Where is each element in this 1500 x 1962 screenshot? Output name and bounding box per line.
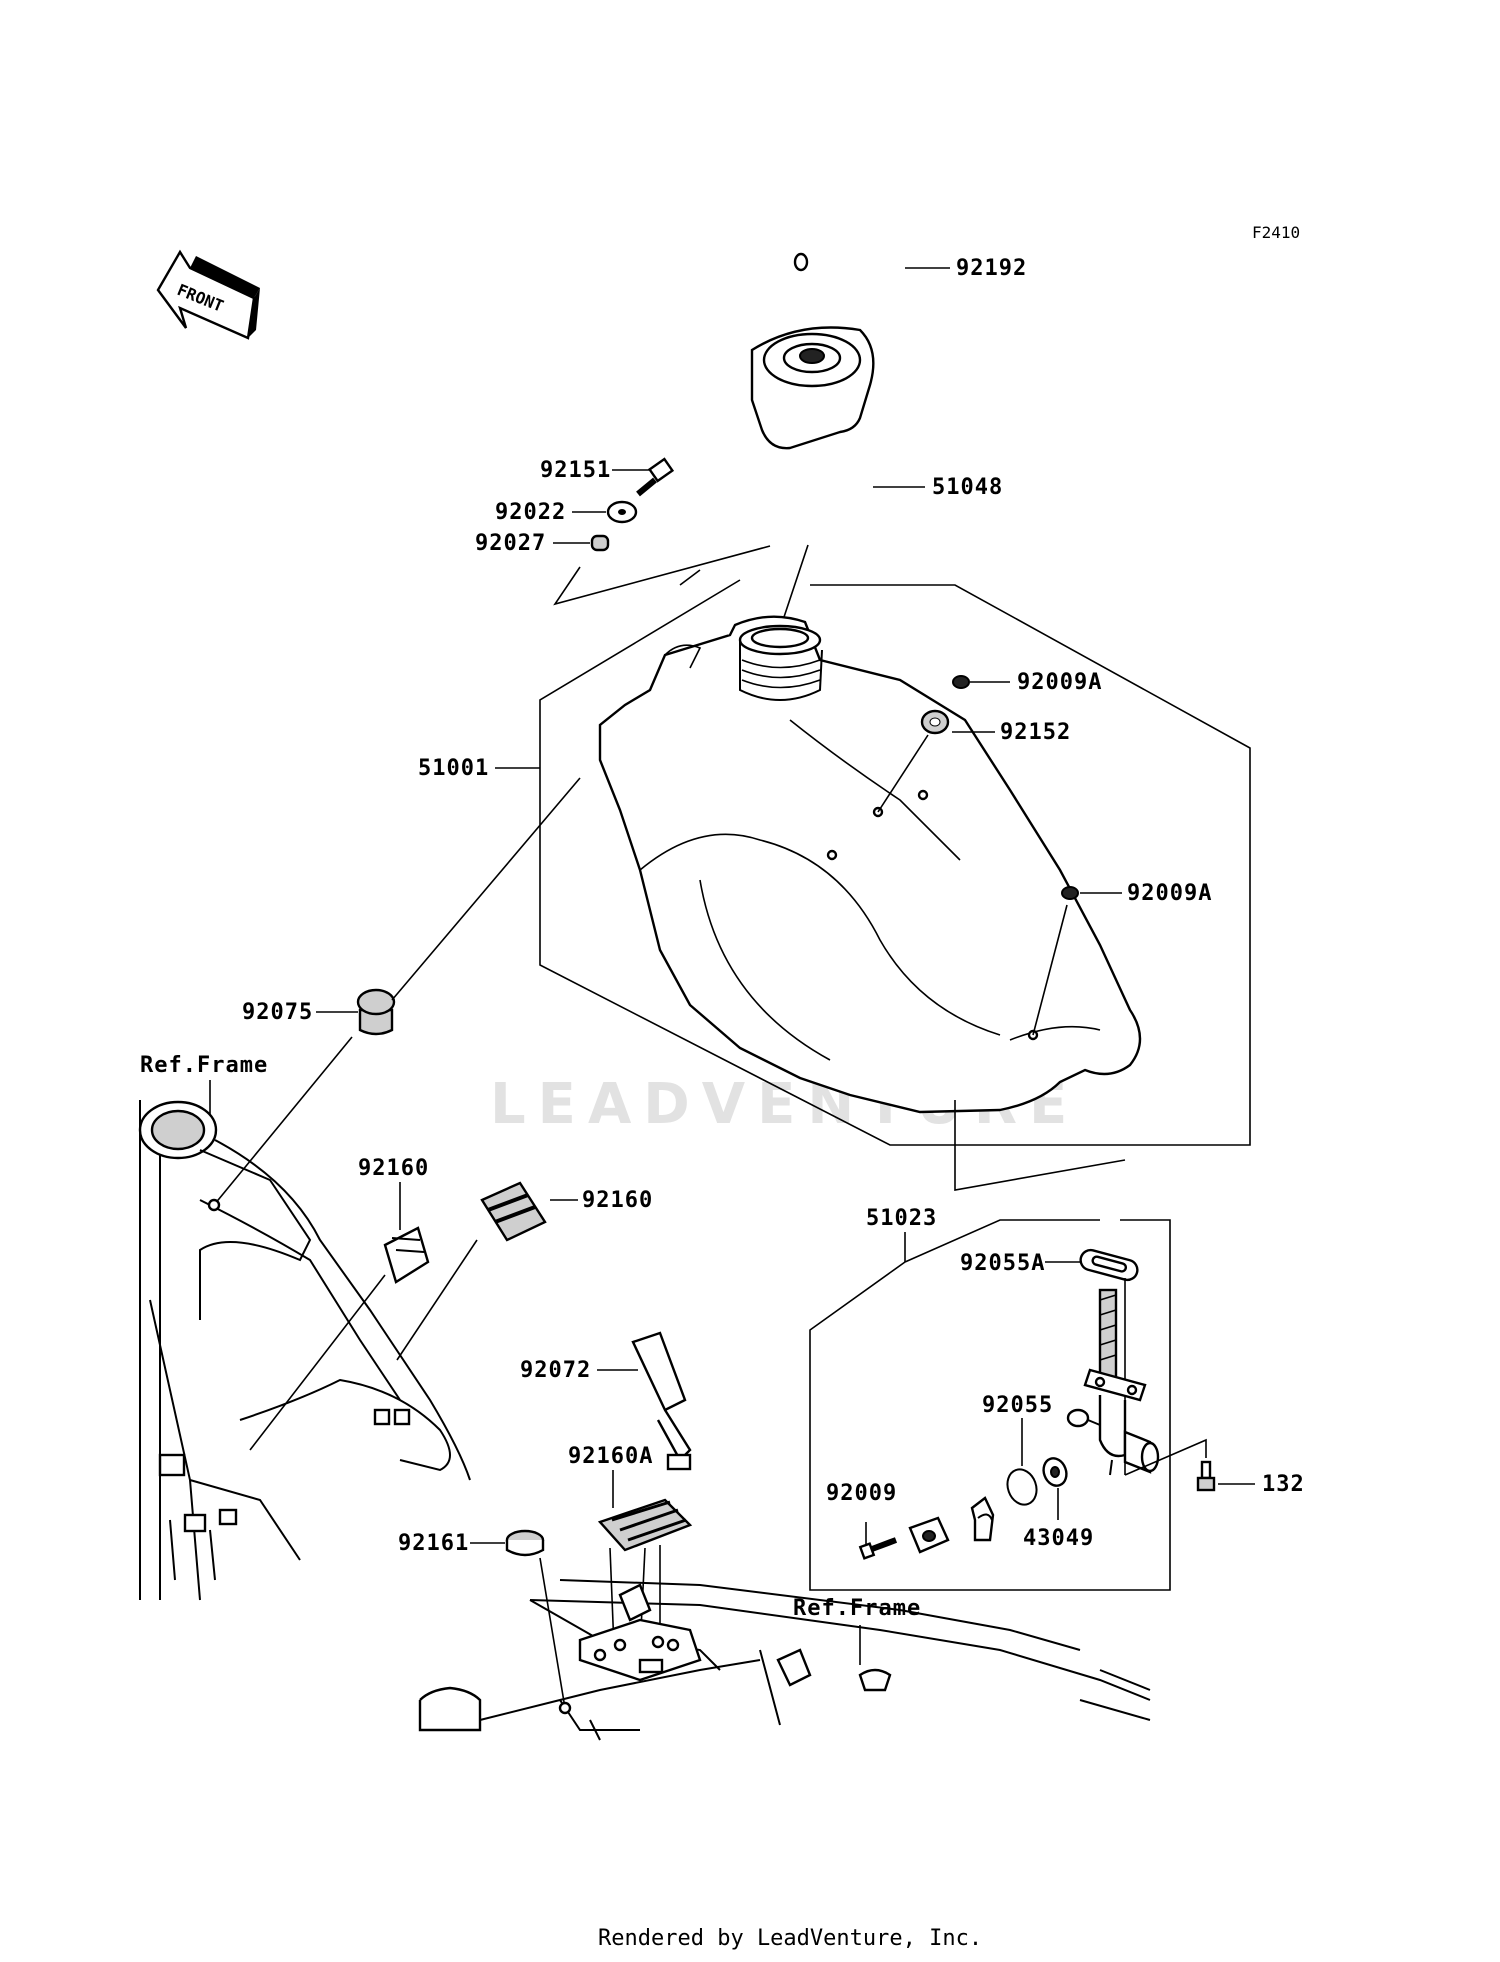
figure-code: F2410	[1252, 223, 1300, 242]
callout-92009A-upper: 92009A	[1017, 670, 1102, 695]
callout-43049: 43049	[1023, 1526, 1094, 1551]
cap-92161	[505, 1529, 545, 1557]
callout-92022: 92022	[495, 500, 566, 525]
o-ring-92055	[1006, 1468, 1038, 1506]
callout-132: 132	[1262, 1472, 1305, 1497]
gasket-92055A	[1079, 1248, 1139, 1282]
frame-left	[138, 1100, 471, 1601]
callout-92160-left: 92160	[358, 1156, 429, 1181]
collar-92027	[590, 534, 610, 552]
callout-92161: 92161	[398, 1531, 469, 1556]
bolt-92151	[636, 457, 675, 497]
callout-92160A: 92160A	[568, 1444, 653, 1469]
callout-92009: 92009	[826, 1481, 897, 1506]
bolt-132	[1196, 1460, 1216, 1492]
cushion-92160-right	[480, 1181, 547, 1242]
callout-51048: 51048	[932, 475, 1003, 500]
callout-92055: 92055	[982, 1393, 1053, 1418]
cushion-92160-left	[383, 1226, 430, 1284]
screw-92009A-upper	[952, 675, 970, 689]
callout-51001: 51001	[418, 756, 489, 781]
callout-92075: 92075	[242, 1000, 313, 1025]
front-direction-arrow-icon: FRONT	[156, 249, 260, 340]
callout-92152: 92152	[1000, 720, 1071, 745]
frame-bottom	[418, 1579, 1151, 1741]
ref-frame-label-upper: Ref.Frame	[140, 1053, 268, 1078]
plate-43049	[1042, 1457, 1068, 1487]
callout-92055A: 92055A	[960, 1251, 1045, 1276]
callout-92160-right: 92160	[582, 1188, 653, 1213]
cock-lever	[970, 1496, 995, 1542]
band-92072	[631, 1331, 692, 1471]
callout-92009A-lower: 92009A	[1127, 881, 1212, 906]
ref-frame-label-lower: Ref.Frame	[793, 1596, 921, 1621]
callout-92151: 92151	[540, 458, 611, 483]
cushion-92160A	[597, 1498, 693, 1552]
screw-92009	[858, 1537, 898, 1560]
cover-plate	[908, 1516, 950, 1554]
fuel-cap	[750, 326, 875, 450]
fuel-cock	[1066, 1288, 1160, 1476]
callout-92072: 92072	[520, 1358, 591, 1383]
callout-51023: 51023	[866, 1206, 937, 1231]
callout-92027: 92027	[475, 531, 546, 556]
footer-credit: Rendered by LeadVenture, Inc.	[598, 1926, 982, 1951]
callout-92192: 92192	[956, 256, 1027, 281]
damper-92075	[356, 988, 396, 1036]
breather-hose	[793, 252, 900, 403]
screw-92009A-lower	[1061, 886, 1079, 900]
fuel-tank	[598, 615, 1142, 1114]
